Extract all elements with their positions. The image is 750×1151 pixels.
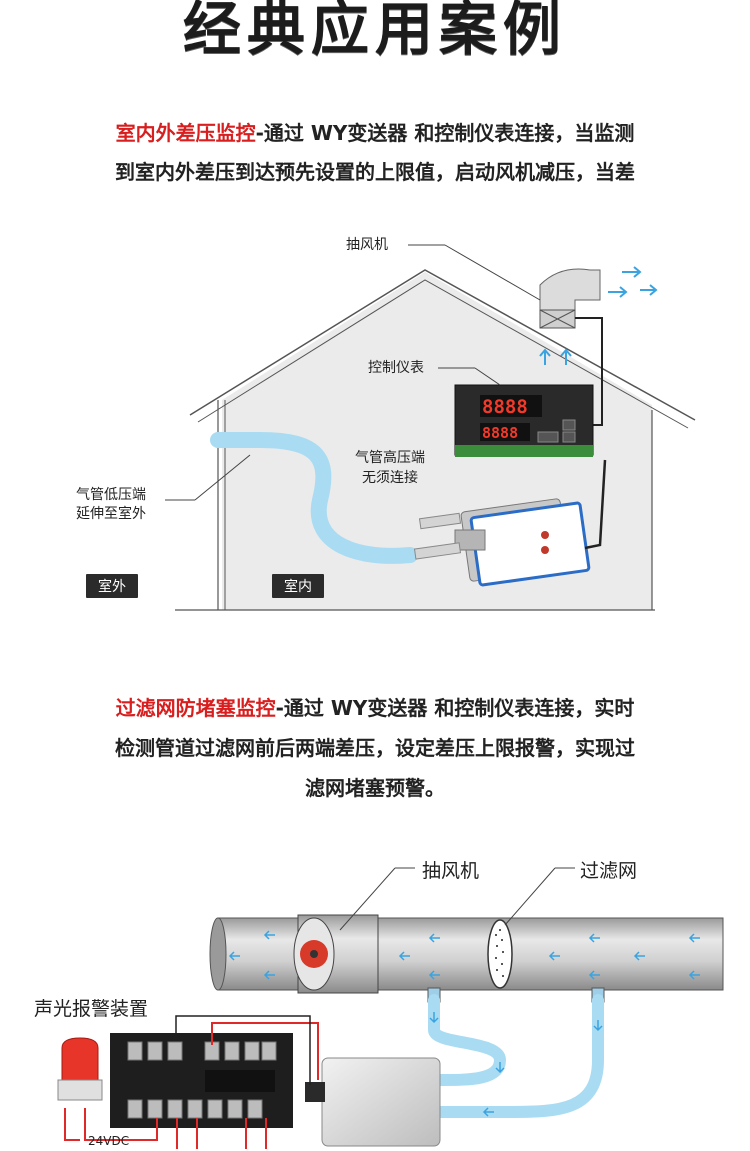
alarm-label: 声光报警装置 [34,998,149,1020]
case1-heading: 室内外差压监控 [115,121,256,145]
black-wire [175,1015,311,1085]
low-pressure-tube [210,432,418,564]
red-wires [64,1022,319,1149]
alarm-base [57,1079,103,1101]
terminal-row-top [127,1041,277,1061]
fan-callout-line-2 [444,244,541,301]
case2-paragraph-line2: 检测管道过滤网前后两端差压，设定差压上限报警，实现过 [115,736,635,760]
controller-callout-line-2 [474,367,501,386]
case1-paragraph-line2: 到室内外差压到达预先设置的上限值，启动风机减压，当差 [115,160,635,184]
alarm-controller-display [205,1070,275,1092]
controller-button-up [562,419,576,431]
filter-label: 过滤网 [580,860,638,882]
lowpressure-callout-line-2 [194,454,251,501]
case1-wy-name: WY变送器 [310,121,408,145]
tube-front [428,994,507,1086]
controller-display-top: 8888 [482,396,528,418]
filter-mesh [487,919,513,989]
roof-inner-line [197,279,689,429]
tube-arrows [429,1012,603,1117]
case2-text-part1: -通过 [275,696,324,720]
case2-paragraph-line1: 过滤网防堵塞监控-通过 WY变送器 和控制仪表连接，实时 [0,688,750,728]
fan-label-2: 抽风机 [422,860,480,882]
controller-display-bottom: 8888 [482,424,518,442]
case1-text-part2: 和控制仪表连接，当监测 [414,121,635,145]
case2-heading: 过滤网防堵塞监控 [115,696,276,720]
fan-duct [539,268,601,311]
power-label: 24VDC [88,1134,130,1148]
high-pressure-label-2: 无须连接 [362,470,418,486]
duct-pipe-end [209,917,227,991]
case2-paragraph-line3: 滤网堵塞预警。 [305,776,445,800]
indoor-tag: 室内 [272,574,324,598]
page-title: 经典应用案例 [182,0,567,63]
controller-strip [455,445,593,457]
terminal-row-bottom [127,1099,263,1119]
low-pressure-label-1: 气管低压端 [76,487,146,503]
pipe-flow-arrows [228,930,700,980]
filter-dots [495,929,504,977]
wy-transmitter-box [321,1057,441,1147]
controller-label: 控制仪表 [368,360,424,376]
fan-cable [575,317,603,426]
case2-wy-name: WY变送器 [330,696,428,720]
room-pressure-diagram: 8888 8888 [165,244,696,611]
controller-button-down [562,431,576,443]
fan-label: 抽风机 [346,237,388,253]
tube-rear [434,994,604,1118]
case1-text-part1: -通过 [255,121,304,145]
outdoor-tag: 室外 [86,574,138,598]
transmitter-cable [584,459,607,550]
wy-transmitter [413,498,591,587]
case2-text-part2: 和控制仪表连接，实时 [434,696,635,720]
low-pressure-label-2: 延伸至室外 [76,506,146,522]
case1-paragraph-line1: 室内外差压监控-通过 WY变送器 和控制仪表连接，当监测 [0,113,750,153]
high-pressure-label-1: 气管高压端 [355,450,425,466]
roof-outer-line [189,269,696,421]
fan-callout-line-a [339,867,396,931]
exhaust-arrows [539,266,658,365]
alarm-beacon [61,1037,99,1081]
transmitter-connector [305,1082,325,1102]
controller-button-set [537,431,559,443]
filter-callout-line-a [504,867,556,926]
